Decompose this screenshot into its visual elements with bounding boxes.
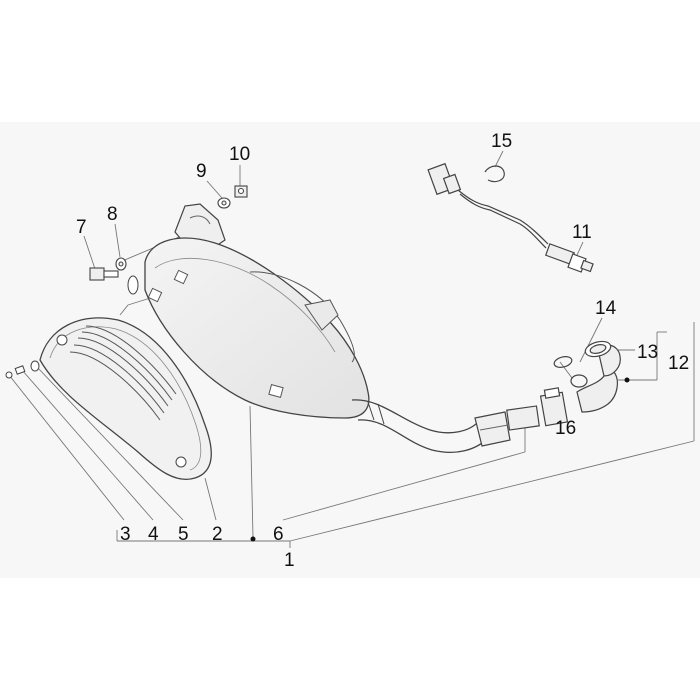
junction-dot — [250, 536, 256, 542]
callout-5: 5 — [178, 524, 189, 545]
callout-7: 7 — [76, 217, 87, 238]
callout-8: 8 — [107, 204, 118, 225]
muffler-heat-shield — [39, 317, 212, 480]
cover-screw-washers — [5, 360, 40, 379]
callout-14: 14 — [595, 298, 617, 319]
lambda-sensor — [427, 162, 594, 273]
callout-3: 3 — [120, 524, 131, 545]
exhaust-elbow — [576, 340, 621, 413]
callout-2: 2 — [212, 524, 223, 545]
callout-12: 12 — [668, 353, 689, 374]
callout-11: 11 — [572, 222, 592, 243]
junction-dot — [624, 377, 630, 383]
callout-16: 16 — [555, 418, 576, 439]
callout-4: 4 — [148, 524, 159, 545]
callout-10: 10 — [229, 144, 250, 165]
callout-13: 13 — [637, 342, 658, 363]
callout-15: 15 — [491, 131, 512, 152]
seal-rings — [553, 356, 588, 388]
callout-6: 6 — [273, 524, 284, 545]
callout-9: 9 — [196, 161, 207, 182]
mounting-hardware — [89, 185, 248, 281]
sensor-clip — [484, 165, 505, 183]
pipe-gaskets — [506, 387, 569, 431]
muffler-body — [127, 203, 511, 453]
callout-1: 1 — [284, 550, 295, 571]
